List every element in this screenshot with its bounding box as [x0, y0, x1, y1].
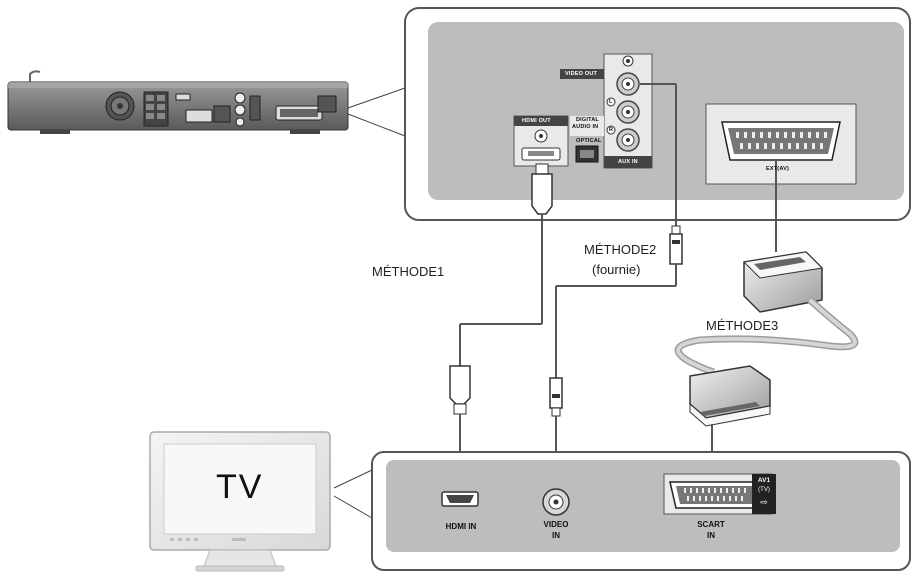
video-in-label-2: IN	[552, 531, 560, 540]
right-channel-label: R	[609, 127, 614, 133]
av1-sub-label: (TV)	[758, 487, 770, 493]
method3-label: MÉTHODE3	[706, 318, 779, 333]
av1-label: AV1	[757, 477, 771, 484]
player-rear-view	[7, 70, 349, 134]
video-in-label-1: VIDEO	[543, 520, 569, 529]
hdmi-cable	[449, 163, 553, 495]
tv-connector-panel	[371, 451, 911, 571]
tv-callout-lines	[333, 469, 373, 519]
digital-audio-label-1: DIGITAL	[576, 117, 599, 123]
tv-screen-text: TV	[216, 468, 264, 506]
video-out-label: VIDEO OUT	[565, 71, 598, 77]
method2-note: (fournie)	[592, 262, 641, 277]
scart-cable	[674, 160, 859, 482]
player-connector-panel	[404, 7, 911, 221]
tv-set	[149, 431, 331, 572]
method1-label: MÉTHODE1	[372, 264, 445, 279]
scart-in-label-2: IN	[707, 531, 715, 540]
scart-arrow-icon: ⇨	[760, 497, 768, 507]
left-channel-label: L	[609, 99, 613, 105]
ext-av-label: EXT(AV)	[766, 166, 789, 172]
digital-audio-label-2: AUDIO IN	[572, 124, 599, 130]
video-cable	[549, 83, 683, 496]
scart-in-label-1: SCART	[697, 520, 725, 529]
hdmi-out-label: HDMI OUT	[522, 118, 551, 124]
method2-label: MÉTHODE2	[584, 242, 657, 257]
player-callout-lines	[347, 87, 406, 137]
optical-label: OPTICAL	[576, 138, 602, 144]
hdmi-in-label: HDMI IN	[445, 522, 477, 531]
aux-in-label: AUX IN	[618, 159, 638, 165]
